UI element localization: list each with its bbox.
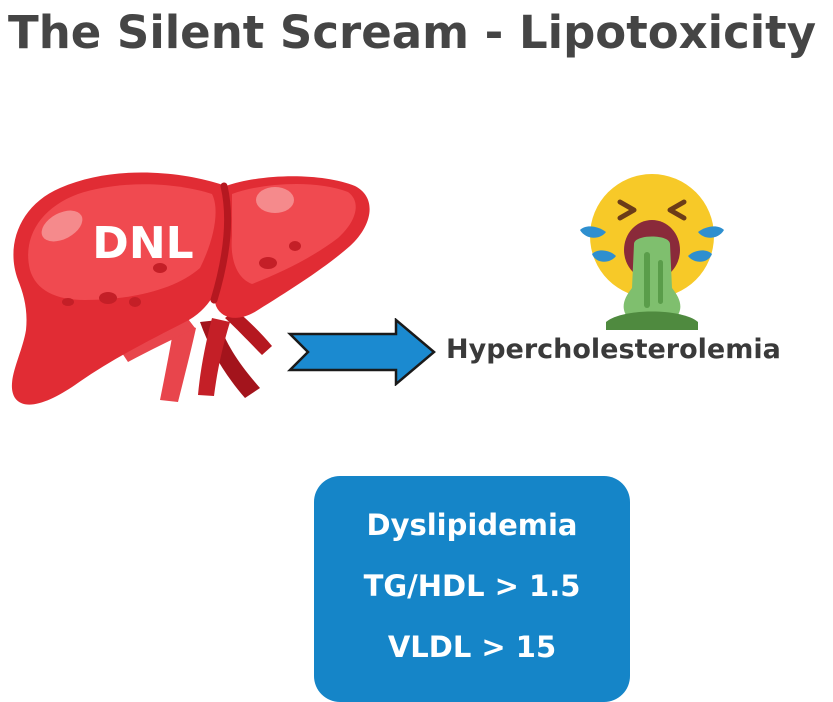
- condition-label: Hypercholesterolemia: [446, 334, 781, 365]
- liver-icon: DNL: [11, 172, 370, 405]
- right-arrow-icon: [286, 318, 436, 386]
- liver-vessels: [120, 310, 272, 402]
- info-line-dyslipidemia: Dyslipidemia: [366, 507, 578, 542]
- vomiting-face-icon: [580, 174, 724, 330]
- page-title: The Silent Scream - Lipotoxicity: [8, 6, 817, 59]
- info-line-vldl: VLDL > 15: [387, 629, 557, 664]
- dyslipidemia-box: Dyslipidemia TG/HDL > 1.5 VLDL > 15: [314, 476, 630, 702]
- info-line-tg-hdl: TG/HDL > 1.5: [363, 568, 581, 603]
- liver-label: DNL: [92, 218, 193, 269]
